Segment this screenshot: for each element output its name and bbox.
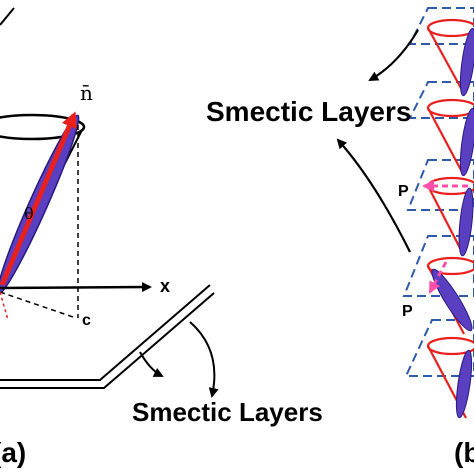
layer-3: [406, 159, 474, 211]
x-axis-label: x: [160, 276, 170, 296]
panel-a: n̄ θ x c Smectic Layers (a): [0, 7, 323, 468]
polarization-label-1: P: [398, 183, 409, 200]
origin-marker: [0, 291, 9, 321]
polarization-arrow-2: [428, 261, 448, 294]
molecule-b5: [455, 349, 473, 419]
director-label: n̄: [80, 81, 93, 105]
molecule-b3: [458, 187, 474, 257]
cone-2: [426, 98, 474, 173]
x-axis: [0, 282, 152, 293]
molecule-b4: [431, 268, 473, 332]
panel-b-label: (b): [454, 437, 474, 468]
layer-pointer-2: [189, 321, 219, 398]
point-c-label: c: [82, 312, 91, 329]
layers-label-b: Smectic Layers: [206, 96, 411, 127]
molecules: [431, 27, 474, 419]
layer-pointer-1: [139, 351, 164, 377]
layer-edge-upper: [0, 284, 211, 381]
layer-1: [408, 7, 474, 45]
layer-edge-lower: [0, 292, 215, 389]
layers-pointer-bottom: [336, 138, 411, 253]
axis-fragment-top: [0, 7, 15, 26]
layers-pointer-top: [368, 29, 419, 81]
angle-label: θ: [24, 204, 34, 223]
projection-base: [0, 291, 77, 319]
layers-label-a: Smectic Layers: [132, 397, 323, 427]
panel-a-label: (a): [0, 437, 26, 468]
director-arrow: [0, 111, 77, 286]
polarization-label-2: P: [402, 303, 413, 320]
cone-rim: [0, 113, 86, 141]
